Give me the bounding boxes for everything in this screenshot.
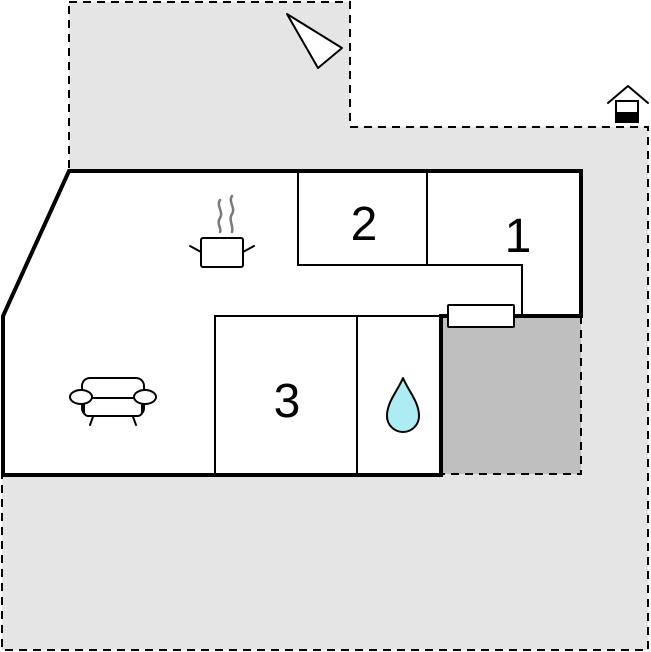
room-3-label: 3 [274, 375, 301, 428]
north-arrow-icon [286, 13, 343, 69]
covered-terrace [440, 315, 582, 475]
interior-wall-room-3 [214, 315, 441, 475]
interior-wall-room-2 [297, 171, 523, 316]
room-1-label: 1 [505, 210, 532, 263]
exterior-wall [1, 169, 583, 477]
room-2-label: 2 [351, 198, 378, 251]
sofa-icon [69, 377, 157, 426]
house-icon [607, 85, 649, 123]
water-drop-icon [386, 377, 420, 433]
cooking-pot-icon [189, 194, 255, 268]
window-icon [447, 304, 515, 328]
